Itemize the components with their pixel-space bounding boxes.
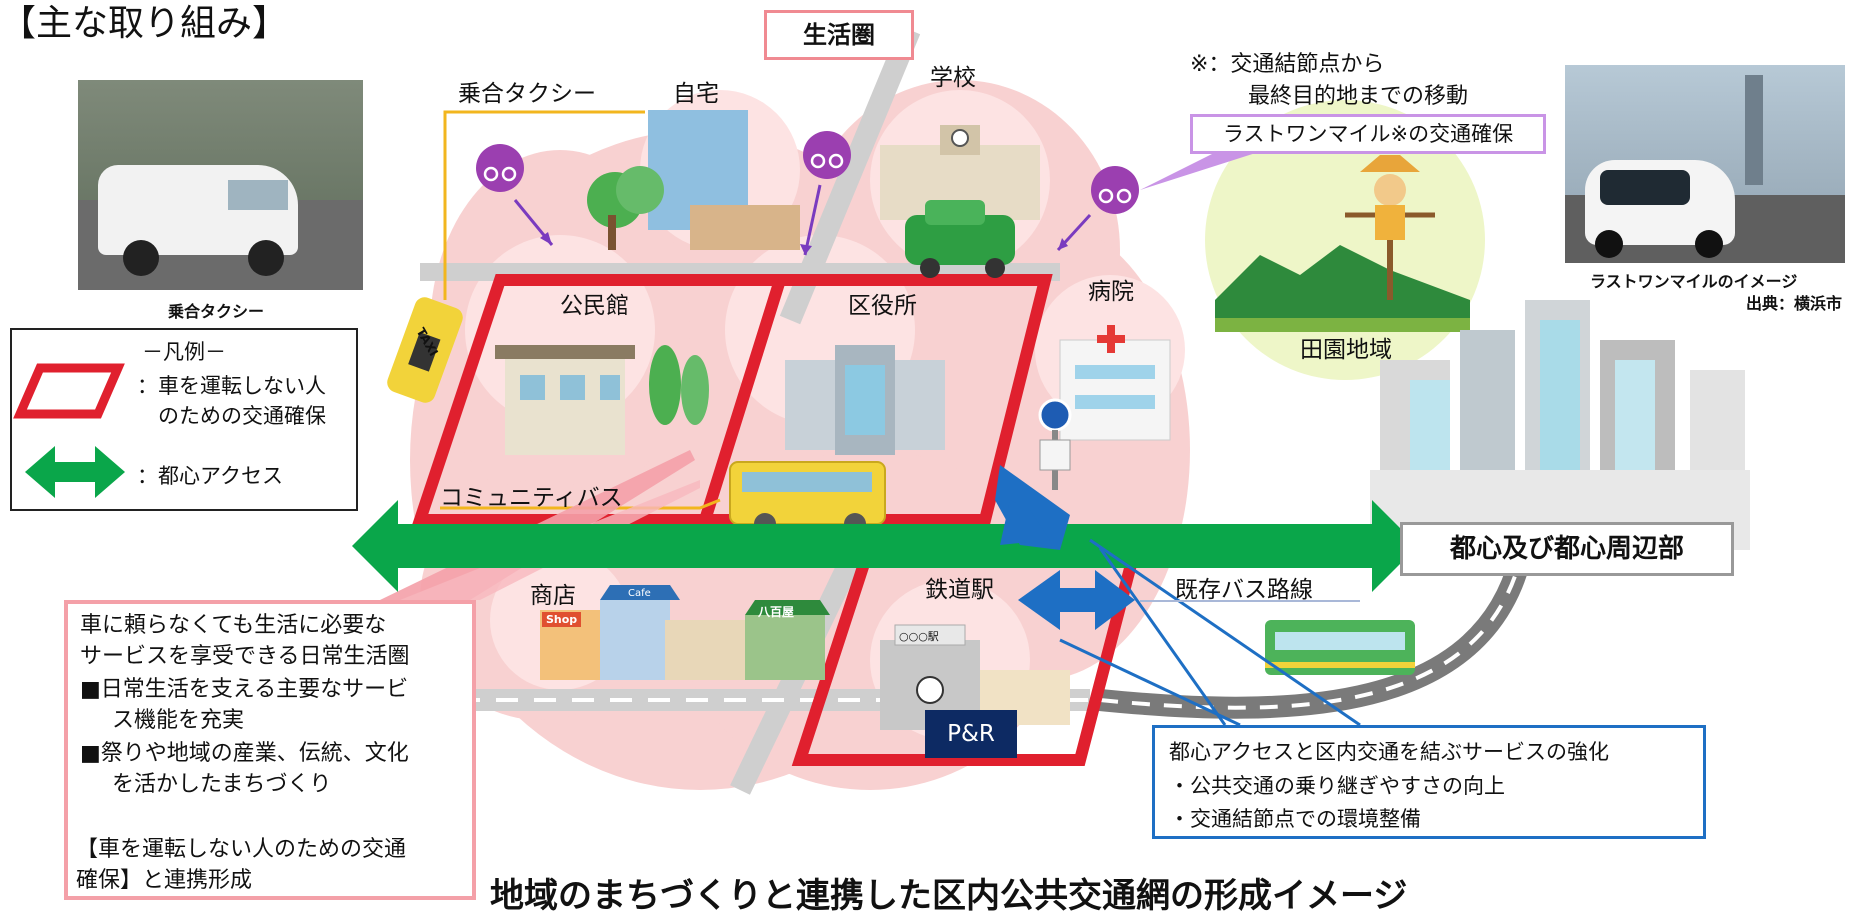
pink-box-line6: を活かしたまちづくり [112,772,332,797]
taxi-icon [387,297,463,403]
train-icon [1265,620,1415,675]
blue-box-line1: 都心アクセスと区内交通を結ぶサービスの強化 [1169,740,1609,764]
label-community-hall: 公民館 [560,293,629,319]
legend-item1-line2: のための交通確保 [158,404,326,428]
label-ward-office: 区役所 [848,293,917,319]
home-building-icon [587,110,800,250]
label-community-bus: コミュニティバス [440,485,623,511]
pink-box-line4: ス機能を充実 [112,708,245,733]
green-car-icon [905,200,1015,278]
pink-box-line5: ■祭りや地域の産業、伝統、文化 [80,741,409,766]
label-hospital: 病院 [1088,279,1134,305]
living-sphere-label: 生活圏 [764,10,914,60]
blue-callout-lines [1059,538,1361,727]
bus-label-line [440,498,721,510]
last-mile-box: ラストワンマイル※の交通確保 [1190,114,1546,154]
label-rural-area: 田園地域 [1300,337,1392,363]
city-skyline-icon [1370,300,1750,550]
blue-transfer-arrows [995,465,1135,630]
pink-box-line7: 【車を運転しない人のための交通 [76,837,407,862]
label-school: 学校 [930,65,976,91]
shop-sign: Shop [542,612,582,627]
blue-box-line3: ・交通結節点での環境整備 [1169,807,1421,831]
yaoya-sign: 八百屋 [758,605,795,619]
shop-buildings-icon [540,585,830,680]
community-bus-icon [729,461,886,535]
legend-red-frame-icon [13,363,125,419]
legend-box: －凡例－ ：車を運転しない人 のための交通確保 ：都心アクセス [10,328,358,511]
legend-title: －凡例－ [142,340,226,364]
station-sign: ○○○駅 [899,630,939,643]
rural-hill-icon [1215,245,1470,330]
legend-item1-line1: ：車を運転しない人 [137,374,326,398]
label-home: 自宅 [673,81,719,107]
park-and-ride-badge: P&R [925,710,1017,758]
section-heading: 【主な取り組み】 [0,3,289,44]
ward-office-icon [785,345,945,455]
city-center-label: 都心及び都心周辺部 [1400,522,1734,576]
label-existing-bus: 既存バス路線 [1175,577,1313,603]
label-shop: 商店 [530,583,576,609]
hub-service-info-box: 都心アクセスと区内交通を結ぶサービスの強化 ・公共交通の乗り継ぎやすさの向上 ・… [1152,725,1706,839]
pink-box-line2: サービスを享受できる日常生活圏 [80,644,410,669]
bus-stop-icon [1038,398,1072,490]
taxi-label-line [443,110,645,300]
blue-box-line2: ・公共交通の乗り継ぎやすさの向上 [1169,774,1505,798]
last-mile-note-line1: ※：交通結節点から [1190,52,1385,77]
pink-box-line3: ■日常生活を支える主要なサービ [80,677,409,702]
cafe-sign: Cafe [628,588,651,599]
shared-taxi-photo-caption: 乗合タクシー [168,302,265,321]
last-mile-photo-caption: ラストワンマイルのイメージ [1590,272,1798,291]
label-shared-taxi: 乗合タクシー [458,81,596,107]
shared-taxi-photo [78,80,363,290]
scarecrow-icon [1345,155,1435,300]
green-access-arrow [352,500,1418,592]
last-mile-vehicle-photo [1565,65,1845,263]
community-hall-icon [495,345,709,455]
pink-box-line1: 車に頼らなくても生活に必要な [80,613,387,638]
living-sphere-info-box: 車に頼らなくても生活に必要な サービスを享受できる日常生活圏 ■日常生活を支える… [64,600,476,900]
label-station: 鉄道駅 [925,577,994,603]
pink-box-line8: 確保】と連携形成 [76,868,253,893]
diagram-title: 地域のまちづくりと連携した区内公共交通網の形成イメージ [490,876,1408,916]
hospital-icon [1059,325,1171,441]
legend-item2: ：都心アクセス [137,464,283,488]
last-mile-note-line2: 最終目的地までの移動 [1248,84,1469,109]
last-mile-photo-source: 出典：横浜市 [1746,294,1843,313]
legend-green-arrow-icon [25,446,125,498]
